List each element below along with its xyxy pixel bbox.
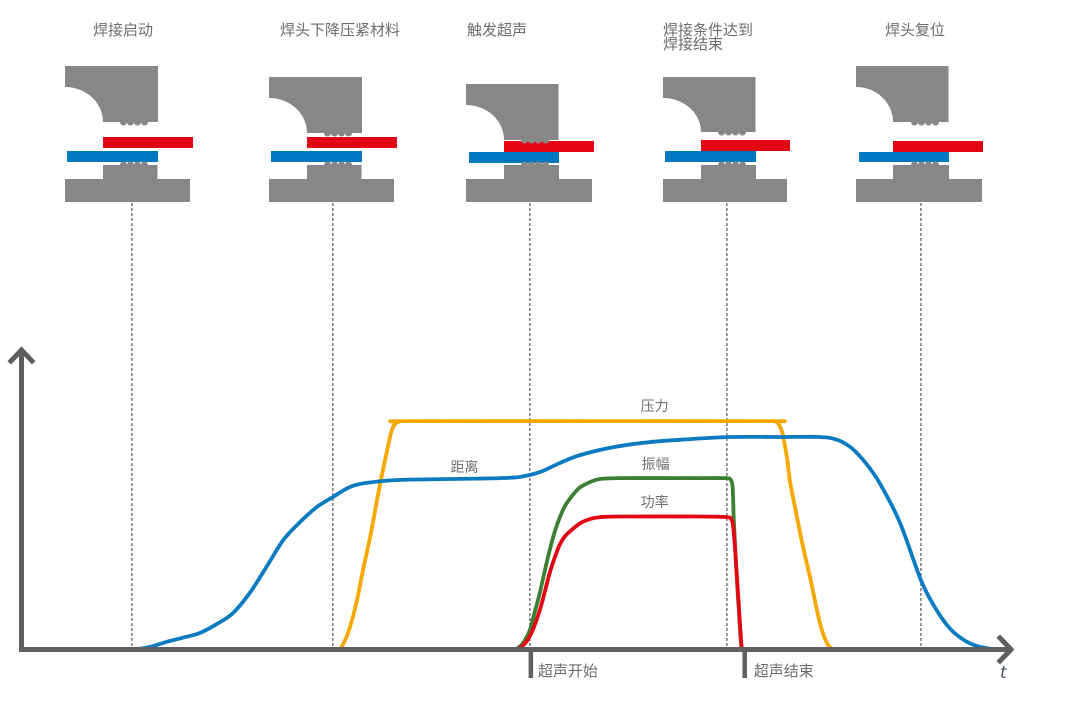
label-power: 功率 — [641, 494, 669, 511]
stage-3-schematic — [466, 84, 594, 202]
lower-workpiece — [271, 151, 362, 162]
marker-label: 超声结束 — [754, 662, 814, 680]
axes: t — [7, 346, 1015, 683]
lower-workpiece — [859, 152, 949, 162]
upper-workpiece — [701, 140, 790, 151]
x-axis-arrow-icon — [996, 634, 1015, 665]
curve-labels: 压力 距离 振幅 功率 — [451, 399, 670, 511]
horn-ridges — [324, 133, 352, 137]
curve-power — [512, 514, 744, 652]
stage-titles: 焊接启动 焊头下降压紧材料 触发超声 焊接条件达到 焊接结束 焊头复位 — [93, 21, 945, 53]
horn-ridges — [911, 122, 939, 126]
stage-4-title-line-2: 焊接结束 — [663, 35, 723, 53]
anvil-ridges — [718, 161, 746, 165]
stage-4-schematic — [663, 77, 790, 202]
anvil-ridges — [324, 161, 352, 165]
stage-4-title-line-1: 焊接条件达到 — [663, 21, 753, 39]
sonotrode-horn — [269, 77, 362, 133]
sonotrode-horn — [466, 84, 559, 140]
anvil — [466, 165, 592, 202]
stage-2-title: 焊头下降压紧材料 — [280, 21, 400, 39]
stage-5-schematic — [856, 66, 983, 202]
curve-amplitude — [510, 476, 744, 652]
chart-curves — [129, 419, 1002, 652]
anvil — [269, 165, 394, 202]
horn-ridges — [120, 122, 148, 126]
horn-ridges — [718, 132, 746, 136]
lower-workpiece — [469, 152, 559, 163]
sonotrode-horn — [856, 66, 949, 122]
curve-distance — [129, 434, 1002, 652]
upper-workpiece — [893, 141, 983, 152]
horn-ridges — [521, 140, 549, 144]
upper-workpiece — [307, 137, 397, 148]
event-lines — [131, 203, 922, 648]
stage-2-schematic — [269, 77, 397, 202]
lower-workpiece — [665, 151, 756, 162]
stage-5-title: 焊头复位 — [885, 21, 945, 39]
marker-ultrasonic-start: 超声开始 — [528, 649, 598, 680]
stage-3-title: 触发超声 — [467, 21, 527, 39]
y-axis-arrow-icon — [7, 346, 36, 365]
anvil-ridges — [911, 161, 939, 165]
curve-pressure — [337, 419, 836, 652]
label-pressure: 压力 — [641, 399, 669, 415]
marker-label: 超声开始 — [538, 662, 598, 680]
upper-workpiece — [103, 137, 193, 148]
sonotrode-horn — [65, 66, 158, 122]
upper-workpiece — [504, 141, 594, 152]
x-axis-label: t — [1000, 663, 1008, 683]
anvil — [663, 165, 787, 202]
lower-workpiece — [67, 151, 158, 162]
stage-1-title: 焊接启动 — [93, 21, 153, 39]
stage-1-schematic — [65, 66, 193, 202]
anvil-ridges — [521, 161, 549, 165]
anvil — [65, 165, 190, 202]
marker-ultrasonic-end: 超声结束 — [742, 649, 814, 680]
label-amplitude: 振幅 — [642, 457, 670, 473]
anvil-ridges — [120, 161, 148, 165]
anvil — [856, 165, 982, 202]
label-distance: 距离 — [451, 459, 479, 476]
sonotrode-horn — [663, 77, 756, 132]
